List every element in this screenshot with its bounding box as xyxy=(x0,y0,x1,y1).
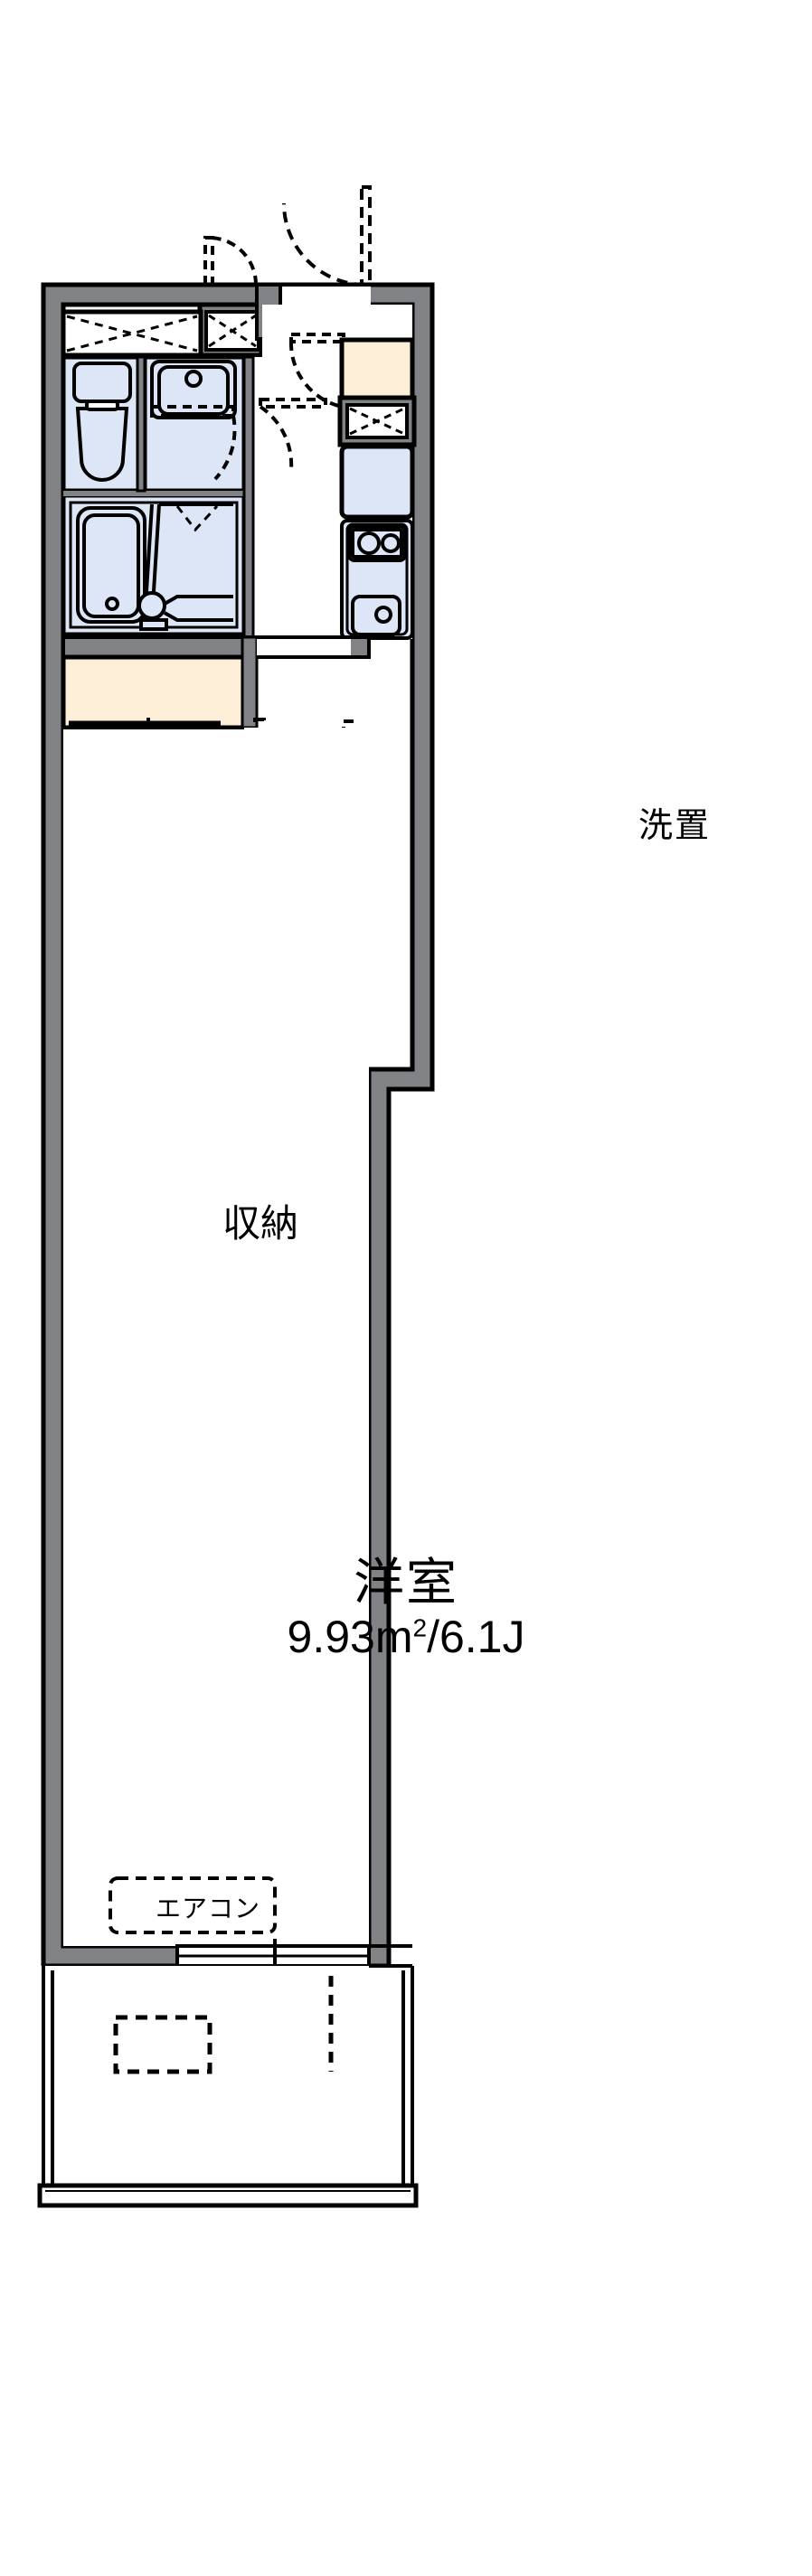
balcony-sliding-window[interactable] xyxy=(175,1939,371,1976)
storage-label: 収納 xyxy=(222,1202,298,1245)
hallway-partition xyxy=(242,355,255,639)
kitchen-door[interactable] xyxy=(259,398,327,471)
two-burner-stove xyxy=(347,524,407,562)
washroom-door[interactable] xyxy=(150,405,237,481)
main-room-name-label: 洋室 xyxy=(354,1554,458,1611)
entrance-door-gap xyxy=(280,285,371,306)
storage-room xyxy=(61,654,247,730)
entrance-door[interactable] xyxy=(282,185,372,287)
bath-vent xyxy=(175,504,219,532)
vanity-sink xyxy=(150,360,237,419)
bath-divider xyxy=(137,503,233,631)
washroom-bath-partition xyxy=(63,491,244,496)
washer-space-label: 洗置 xyxy=(637,807,711,845)
shoe-cabinet xyxy=(197,302,264,358)
toilet-washroom-partition xyxy=(136,355,146,493)
kitchen-cabinet-door[interactable] xyxy=(288,333,345,409)
entry-closet[interactable] xyxy=(61,309,203,358)
washer-vent xyxy=(337,395,417,447)
balcony xyxy=(37,1944,419,2208)
aircon-label: エアコン xyxy=(155,1894,260,1923)
main-room-floor xyxy=(63,726,369,1946)
meter-box-door[interactable] xyxy=(203,236,258,287)
main-room-area-label: 9.93m2/6.1J xyxy=(287,1612,525,1662)
bathtub xyxy=(76,506,146,624)
kitchen-sink xyxy=(351,595,401,636)
washer-pan xyxy=(339,444,415,520)
storage-wall-right xyxy=(241,635,259,729)
room-door-gap xyxy=(257,637,351,657)
toilet-fixture xyxy=(72,362,132,482)
aircon-box xyxy=(109,1876,277,1934)
balcony-outdoor-unit xyxy=(113,2015,212,2074)
